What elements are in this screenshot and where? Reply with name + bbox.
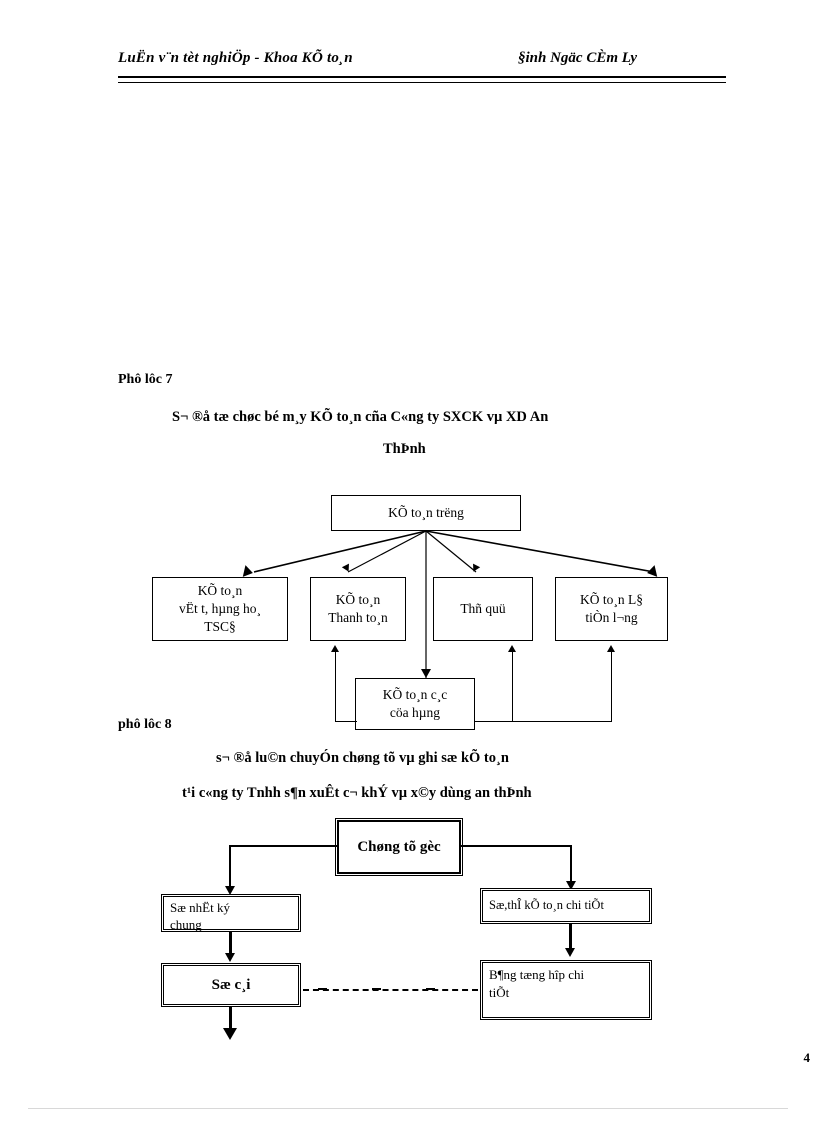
arrowhead-shops-payroll — [607, 645, 615, 652]
node-chief-label: KÕ to¸n trëng — [388, 504, 464, 520]
arrowhead-source-journal — [225, 886, 235, 895]
node-summary-label: B¶ng tæng hîp chi tiÕt — [489, 967, 585, 1000]
edge-shops-payments-h — [335, 721, 357, 722]
edge-source-detail-h — [461, 845, 572, 847]
node-materials-label: KÕ to¸n vËt t, hµng ho¸ TSC§ — [178, 582, 262, 635]
node-shops-label: KÕ to¸n c¸c cöa hµng — [382, 686, 448, 720]
section8-title-line1: s¬ ®å lu©n chuyÓn chøng tõ vµ ghi sæ kÕ … — [216, 750, 509, 766]
edge-dash-dot-seg1 — [318, 988, 327, 990]
node-payroll: KÕ to¸n L§ tiÒn l¬ng — [555, 577, 668, 641]
node-ledger-label: Sæ c¸i — [211, 976, 251, 993]
header-right-text: §inh Ngäc CÈm Ly — [518, 50, 638, 66]
page-number: 4 — [803, 1050, 811, 1065]
running-header: LuËn v¨n tèt nghiÖp - Khoa KÕ to¸n §inh … — [118, 50, 726, 90]
node-journal-label: Sæ nhËt ký chung — [170, 900, 230, 932]
edge-shops-payroll-h — [474, 721, 612, 722]
section7-title-line1: S¬ ®å tæ chøc bé m¸y KÕ to¸n cña C«ng ty… — [172, 409, 549, 425]
section8-label: phô lôc 8 — [118, 717, 172, 732]
section7-title-line2: ThÞnh — [383, 441, 426, 457]
node-shops: KÕ to¸n c¸c cöa hµng — [355, 678, 475, 730]
edge-journal-ledger — [229, 932, 232, 957]
node-materials: KÕ to¸n vËt t, hµng ho¸ TSC§ — [152, 577, 288, 641]
node-ledger: Sæ c¸i — [161, 963, 301, 1007]
node-cashier-label: Thñ quü — [460, 600, 506, 616]
edge-ledger-summary-dashed — [303, 989, 478, 991]
node-payments-label: KÕ to¸n Thanh to¸n — [328, 591, 388, 625]
node-payroll-label: KÕ to¸n L§ tiÒn l¬ng — [580, 591, 643, 625]
edge-ledger-down — [229, 1007, 232, 1033]
edge-source-detail-v — [570, 845, 572, 885]
arrowhead-to-shops — [421, 669, 431, 678]
node-source: Chøng tõ gèc — [335, 818, 463, 876]
edge-source-journal-h — [229, 845, 337, 847]
node-journal: Sæ nhËt ký chung — [161, 894, 301, 932]
node-source-label: Chøng tõ gèc — [357, 838, 441, 855]
edge-detail-summary — [569, 924, 572, 952]
edge-source-journal-v — [229, 845, 231, 890]
arrowhead-ledger-down — [223, 1028, 237, 1040]
arrowhead-detail-summary — [565, 948, 575, 957]
edge-shops-cashier-v — [512, 651, 513, 722]
node-detail: Sæ,thÎ kÕ to¸n chi tiÕt — [480, 888, 652, 924]
arrowhead-shops-cashier — [508, 645, 516, 652]
node-detail-label: Sæ,thÎ kÕ to¸n chi tiÕt — [489, 898, 604, 913]
edge-shops-payroll-v — [611, 651, 612, 722]
node-chief: KÕ to¸n trëng — [331, 495, 521, 531]
arrowhead-source-detail — [566, 881, 576, 890]
section7-label: Phô lôc 7 — [118, 372, 173, 387]
node-cashier: Thñ quü — [433, 577, 533, 641]
edge-shops-payments-v — [335, 651, 336, 722]
section8-title-line2: t¹i c«ng ty Tnhh s¶n xuÊt c¬ khÝ vµ x©y … — [182, 785, 532, 801]
arrowhead-shops-payments — [331, 645, 339, 652]
footer-divider — [28, 1108, 788, 1109]
edge-dash-dot-seg2 — [372, 988, 381, 990]
edge-dash-dot-seg3 — [426, 988, 435, 990]
node-summary: B¶ng tæng hîp chi tiÕt — [480, 960, 652, 1020]
header-divider — [118, 76, 726, 83]
node-payments: KÕ to¸n Thanh to¸n — [310, 577, 406, 641]
header-left-text: LuËn v¨n tèt nghiÖp - Khoa KÕ to¸n — [118, 50, 353, 66]
arrowhead-journal-ledger — [225, 953, 235, 962]
